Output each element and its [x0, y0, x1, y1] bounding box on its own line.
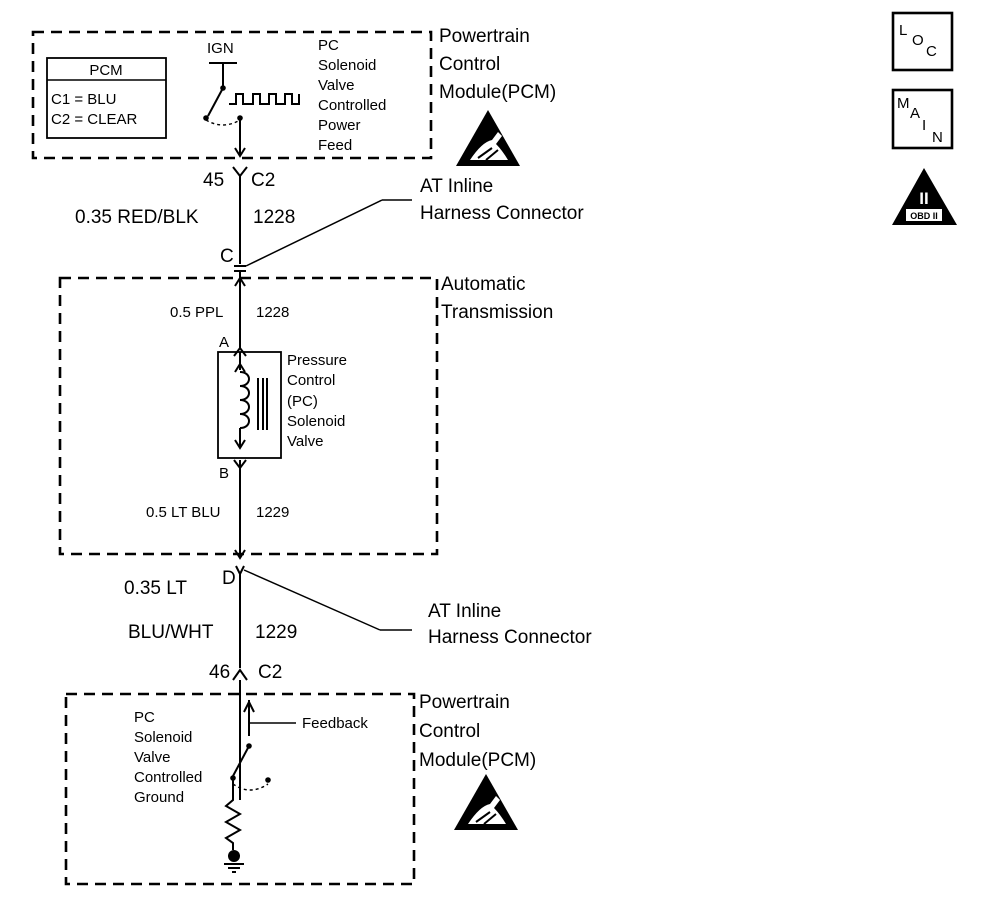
pcm-top-module: PCM C1 = BLU C2 = CLEAR IGN PC Solenoid …	[31, 26, 556, 166]
svg-text:I: I	[922, 117, 926, 134]
svg-text:Harness Connector: Harness Connector	[428, 627, 592, 648]
ign-label: IGN	[207, 40, 234, 57]
svg-text:0.35 RED/BLK: 0.35 RED/BLK	[75, 207, 199, 228]
svg-text:O: O	[912, 32, 924, 49]
svg-text:Module(PCM): Module(PCM)	[439, 82, 556, 103]
svg-text:1229: 1229	[255, 622, 297, 643]
connector-46-c2: 46 C2	[209, 662, 282, 683]
automatic-transmission: Automatic Transmission 0.5 PPL 1228 A Pr…	[58, 271, 553, 560]
svg-text:Solenoid: Solenoid	[134, 729, 192, 746]
pcm-bottom-module: Feedback PC Solenoid Valve Controlled Gr…	[64, 680, 536, 886]
svg-text:Power: Power	[318, 117, 361, 134]
svg-text:(PC): (PC)	[287, 393, 318, 410]
ground-node	[228, 850, 240, 862]
esd-warning-icon	[454, 774, 518, 830]
resistor-icon	[223, 778, 243, 850]
svg-text:Solenoid: Solenoid	[318, 57, 376, 74]
svg-text:AT Inline: AT Inline	[420, 176, 493, 197]
svg-text:C: C	[926, 43, 937, 60]
wire-1229-lower-label: 0.35 LT BLU/WHT 1229	[124, 578, 297, 643]
svg-text:Controlled: Controlled	[318, 97, 386, 114]
inline-connector-d-label: D	[222, 568, 236, 589]
svg-text:Automatic: Automatic	[441, 274, 525, 295]
ground-icon	[224, 863, 244, 873]
pcm-top-module-label: Powertrain Control Module(PCM)	[439, 26, 556, 103]
pcm-legend-c2: C2 = CLEAR	[51, 111, 137, 128]
esd-warning-icon	[456, 110, 520, 166]
pcm-legend-c1: C1 = BLU	[51, 91, 116, 108]
pulse-signal-icon	[229, 93, 300, 105]
transmission-dashed-border	[58, 276, 439, 556]
svg-text:N: N	[932, 129, 943, 146]
svg-text:0.35 LT: 0.35 LT	[124, 578, 187, 599]
svg-text:Module(PCM): Module(PCM)	[419, 750, 536, 771]
svg-text:II: II	[919, 189, 928, 208]
pcm-bottom-ground-label: PC Solenoid Valve Controlled Ground	[134, 709, 202, 806]
svg-text:BLU/WHT: BLU/WHT	[128, 622, 214, 643]
inline-connector-c: C AT Inline Harness Connector	[220, 176, 584, 272]
pcm-bottom-module-label: Powertrain Control Module(PCM)	[419, 692, 536, 771]
pcm-legend: PCM C1 = BLU C2 = CLEAR	[46, 57, 167, 139]
loc-icon[interactable]: L O C	[891, 11, 954, 72]
svg-text:Powertrain: Powertrain	[439, 26, 530, 47]
svg-text:M: M	[897, 95, 910, 112]
svg-text:Valve: Valve	[318, 77, 354, 94]
svg-text:Control: Control	[439, 54, 500, 75]
connector-45-c2-label: C2	[251, 170, 275, 191]
inline-connector-d: D AT Inline Harness Connector	[222, 565, 592, 648]
feedback-label: Feedback	[302, 715, 368, 732]
connector-46-pin: 46	[209, 662, 230, 683]
inline-connector-c-label: C	[220, 246, 234, 267]
svg-text:Control: Control	[419, 721, 480, 742]
wire-1228-upper-label: 0.35 RED/BLK 1228	[75, 207, 295, 228]
svg-text:Feed: Feed	[318, 137, 352, 154]
svg-text:OBD II: OBD II	[910, 211, 938, 221]
main-icon[interactable]: M A I N	[891, 88, 954, 150]
svg-text:A: A	[910, 105, 920, 122]
svg-text:Pressure: Pressure	[287, 352, 347, 369]
svg-text:Transmission: Transmission	[441, 302, 553, 323]
pin-a-label: A	[219, 334, 229, 351]
svg-text:Harness Connector: Harness Connector	[420, 203, 584, 224]
svg-text:1228: 1228	[256, 304, 289, 321]
svg-text:PC: PC	[318, 37, 339, 54]
svg-text:1228: 1228	[253, 207, 295, 228]
obd-ii-icon[interactable]: II OBD II	[892, 168, 957, 225]
pcm-top-feed-label: PC Solenoid Valve Controlled Power Feed	[318, 37, 386, 154]
connector-45-c2: 45 C2	[203, 166, 275, 191]
svg-text:Ground: Ground	[134, 789, 184, 806]
svg-text:0.5 LT BLU: 0.5 LT BLU	[146, 504, 221, 521]
svg-text:PC: PC	[134, 709, 155, 726]
connector-46-c2-label: C2	[258, 662, 282, 683]
pcm-bottom-switch	[230, 743, 271, 791]
svg-text:Controlled: Controlled	[134, 769, 202, 786]
svg-text:Powertrain: Powertrain	[419, 692, 510, 713]
pcm-bottom-dashed-border	[64, 692, 416, 886]
svg-text:Solenoid: Solenoid	[287, 413, 345, 430]
pin-b-label: B	[219, 465, 229, 482]
pcm-top-dashed-border	[31, 30, 433, 160]
connector-45-pin: 45	[203, 170, 224, 191]
svg-text:1229: 1229	[256, 504, 289, 521]
solenoid-coil-icon	[239, 371, 250, 429]
svg-text:Valve: Valve	[287, 433, 323, 450]
solenoid-label: Pressure Control (PC) Solenoid Valve	[287, 352, 347, 450]
svg-text:L: L	[899, 22, 907, 39]
pcm-top-switch: IGN	[203, 40, 300, 158]
pc-solenoid-valve	[217, 351, 282, 459]
pcm-legend-title: PCM	[89, 62, 122, 79]
svg-text:AT Inline: AT Inline	[428, 601, 501, 622]
svg-text:Valve: Valve	[134, 749, 170, 766]
svg-text:Control: Control	[287, 372, 335, 389]
svg-text:0.5 PPL: 0.5 PPL	[170, 304, 223, 321]
